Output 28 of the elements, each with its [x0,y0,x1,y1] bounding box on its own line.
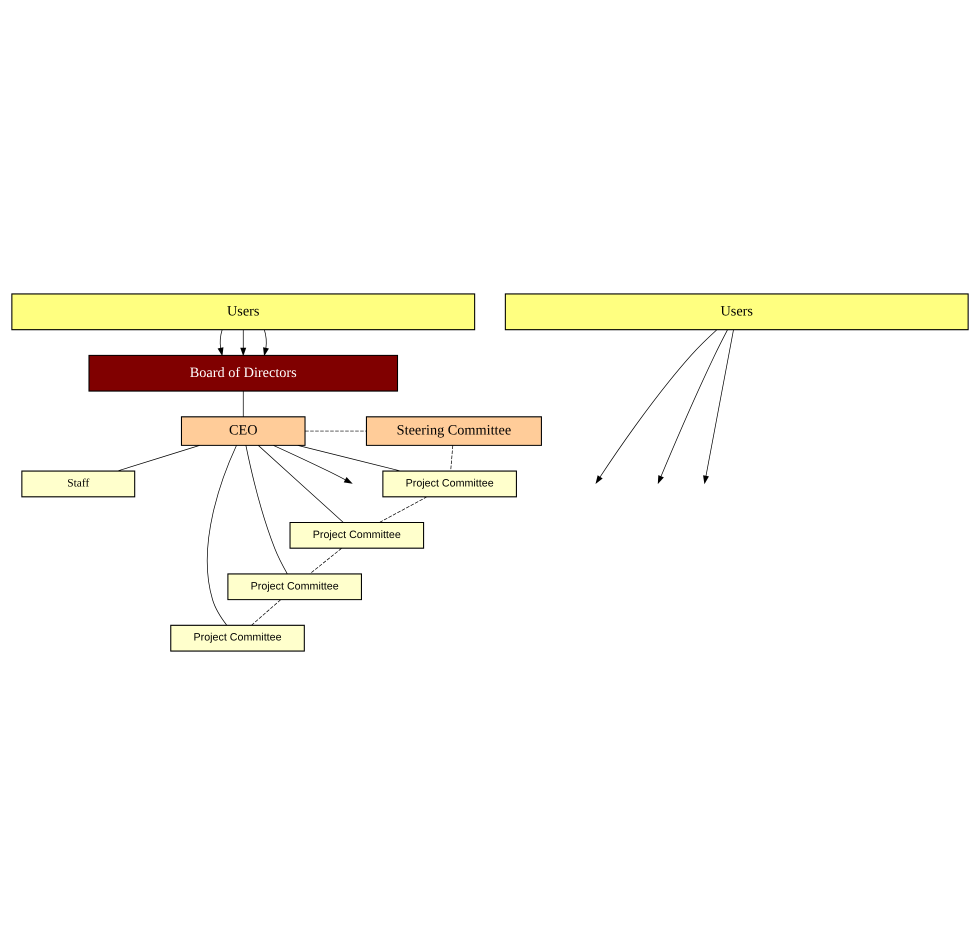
node-box: Project Committee [289,522,424,549]
node-box: CEO [180,416,306,446]
connector [257,445,343,523]
node-box: Board of Directors [88,354,398,392]
connector [250,599,280,626]
connector [245,445,288,574]
connector [116,445,200,472]
node-box: Project Committee [382,470,516,498]
node-box: Users [10,293,475,330]
arrow [657,329,728,484]
connector [296,445,401,472]
connector [206,445,236,626]
node-box: Project Committee [226,573,362,600]
arrow [240,330,246,356]
arrow [262,330,268,356]
connector [304,430,366,432]
arrow [217,330,223,356]
arrow [595,329,717,484]
connector [242,390,244,417]
node-box: Staff [20,470,135,498]
node-box: Project Committee [170,624,304,652]
arrow [272,445,352,484]
node-box: Users [504,293,968,330]
connector [450,445,453,472]
arrow [702,329,734,484]
connector [378,496,427,523]
connector [309,548,342,574]
node-box: Steering Committee [365,416,542,446]
